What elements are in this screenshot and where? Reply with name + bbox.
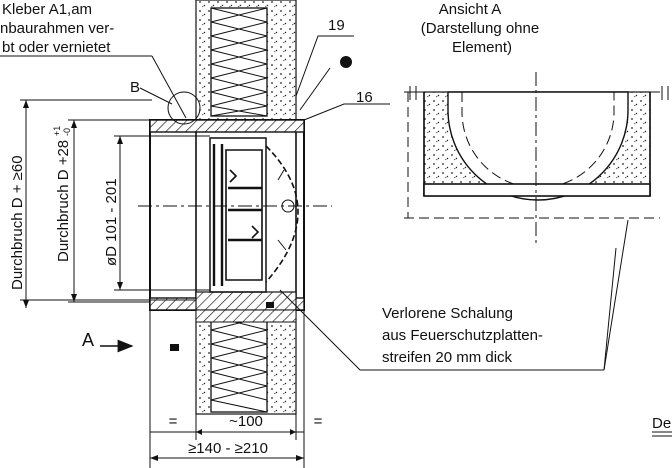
formwork-line-3: streifen 20 mm dick: [382, 349, 513, 366]
ref-b: B: [130, 79, 140, 96]
view-a-title: Ansicht A (Darstellung ohne Element): [421, 1, 539, 56]
marker-top: [266, 302, 274, 308]
dim-wall: ≥140 - ≥210: [188, 440, 268, 457]
installation-sleeve: [149, 119, 305, 311]
note-line-1: Kleber A1,am: [2, 1, 92, 18]
damper-element: [209, 137, 299, 293]
dim-inner-group: Durchbruch D +28 +1 -0: [52, 126, 72, 262]
dim-diameter-label: øD 101 - 201: [103, 178, 120, 266]
formwork-line-2: aus Feuerschutzplatten-: [382, 327, 543, 344]
view-a-line-3: Element): [452, 39, 512, 56]
ref-16: 16: [356, 89, 373, 106]
view-a-line-2: (Darstellung ohne: [421, 20, 539, 37]
dimension-lines-bottom: [149, 310, 305, 468]
view-a-section: [404, 72, 669, 244]
formwork-note: Verlorene Schalung aus Feuerschutzplatte…: [382, 305, 543, 366]
dim-eq-right: =: [314, 413, 323, 430]
note-line-3: bt oder vernietet: [2, 39, 111, 56]
dim-inner-label: Durchbruch D +28: [55, 140, 72, 262]
cut-off-text: De: [652, 415, 671, 432]
dim-outer-label: Durchbruch D + ≥60: [9, 155, 26, 290]
top-left-note: Kleber A1,am nbaurahmen ver- bt oder ver…: [0, 1, 114, 56]
bottom-dimensions: = ~100 = ≥140 - ≥210: [169, 413, 323, 457]
dimension-lines-left: [20, 99, 210, 308]
formwork-line-1: Verlorene Schalung: [382, 305, 513, 322]
ref-19: 19: [328, 17, 345, 34]
arrow-a-label: A: [82, 330, 94, 350]
wall-upper: [195, 0, 297, 121]
dim-inner-tol-lower: -0: [62, 128, 72, 136]
wall-lower: [195, 309, 297, 415]
marker-left: [170, 344, 179, 351]
dim-middle: ~100: [229, 413, 263, 430]
note-line-2: nbaurahmen ver-: [0, 20, 114, 37]
leader-lines: [0, 35, 629, 371]
dim-inner-tol-upper: +1: [52, 126, 62, 136]
formwork-strips: [195, 291, 297, 323]
dim-eq-left: =: [169, 413, 178, 430]
view-a-line-1: Ansicht A: [439, 1, 502, 18]
